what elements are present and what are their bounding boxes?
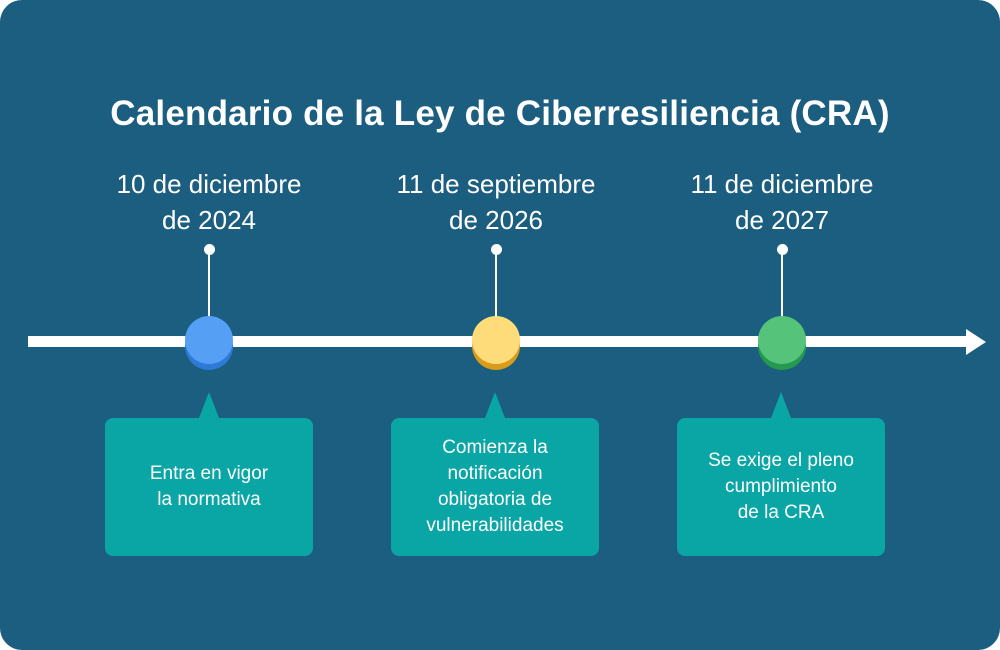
milestone-3-callout-line: cumplimiento bbox=[725, 476, 837, 497]
milestone-1-callout-line: la normativa bbox=[157, 489, 261, 510]
milestone-2-callout-line: Comienza la bbox=[442, 437, 548, 458]
milestone-2-pin-line bbox=[495, 252, 497, 318]
milestone-1-pin-dot bbox=[203, 244, 215, 255]
milestone-1-callout: Entra en vigor la normativa bbox=[105, 392, 313, 556]
milestone-2-callout-line: notificación bbox=[447, 463, 543, 484]
diagram-title: Calendario de la Ley de Ciberresiliencia… bbox=[110, 94, 890, 133]
milestone-2-date-line1: 11 de septiembre bbox=[396, 169, 596, 199]
milestone-2-date: 11 de septiembre de 2026 bbox=[366, 166, 626, 238]
milestone-3-pin-line bbox=[781, 252, 783, 318]
milestone-3-date-line2: de 2027 bbox=[735, 205, 829, 235]
milestone-1-callout-line: Entra en vigor bbox=[149, 463, 269, 484]
milestone-3-callout: Se exige el pleno cumplimiento de la CRA bbox=[677, 392, 885, 556]
milestone-1-date-line1: 10 de diciembre bbox=[116, 169, 302, 199]
milestone-1-pin-line bbox=[208, 252, 210, 318]
milestone-2-callout-line: vulnerabilidades bbox=[426, 515, 564, 536]
milestone-2-date-line2: de 2026 bbox=[449, 205, 543, 235]
milestone-2-callout: Comienza la notificación obligatoria de vul… bbox=[391, 392, 599, 556]
milestone-1-date: 10 de diciembre de 2024 bbox=[79, 166, 339, 238]
milestone-3-node bbox=[758, 316, 806, 364]
milestone-1-date-line2: de 2024 bbox=[162, 205, 256, 235]
milestone-1-node bbox=[185, 316, 233, 364]
milestone-2-node bbox=[472, 316, 520, 364]
milestone-2-pin-dot bbox=[490, 244, 502, 255]
timeline-arrow-head bbox=[966, 329, 986, 355]
milestone-3-callout-line: de la CRA bbox=[737, 502, 825, 523]
milestone-3-pin-dot bbox=[776, 244, 788, 255]
milestone-3-callout-line: Se exige el pleno bbox=[708, 450, 854, 471]
milestone-3-date-line1: 11 de diciembre bbox=[690, 169, 874, 199]
milestone-3-date: 11 de diciembre de 2027 bbox=[652, 166, 912, 238]
milestone-2-callout-line: obligatoria de bbox=[437, 489, 553, 510]
